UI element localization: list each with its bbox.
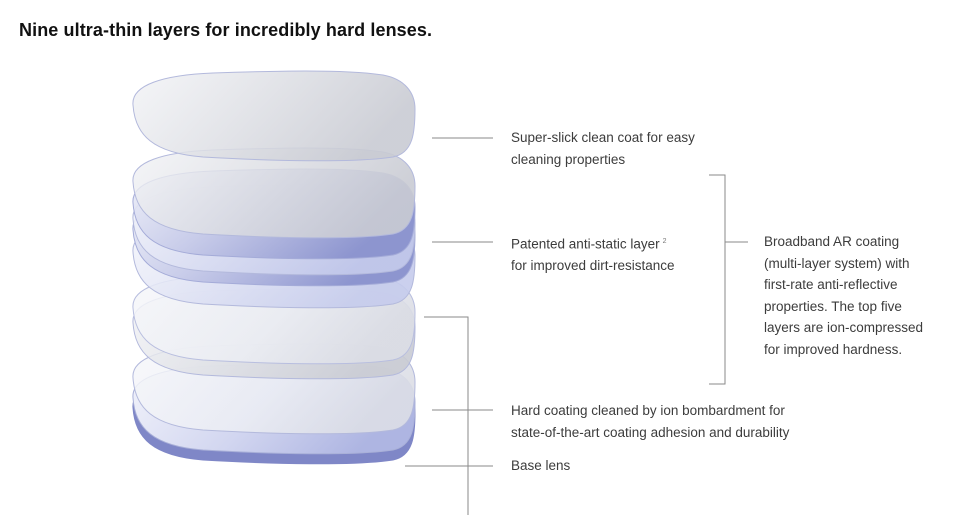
label-broadband-ar: Broadband AR coating (multi-layer system… [764, 234, 924, 357]
label-clean-coat: Super-slick clean coat for easy cleaning… [511, 130, 695, 167]
leader-line-lower-ar [424, 316, 469, 515]
page-title: Nine ultra-thin layers for incredibly ha… [19, 20, 433, 40]
ar-bracket [709, 174, 726, 385]
label-base-lens: Base lens [511, 458, 571, 473]
layer-clean-coat [132, 70, 416, 162]
label-hard-coating: Hard coating cleaned by ion bombardment … [511, 403, 790, 440]
footnote-marker: 2 [662, 238, 667, 245]
layer-ar-stack [132, 147, 416, 309]
